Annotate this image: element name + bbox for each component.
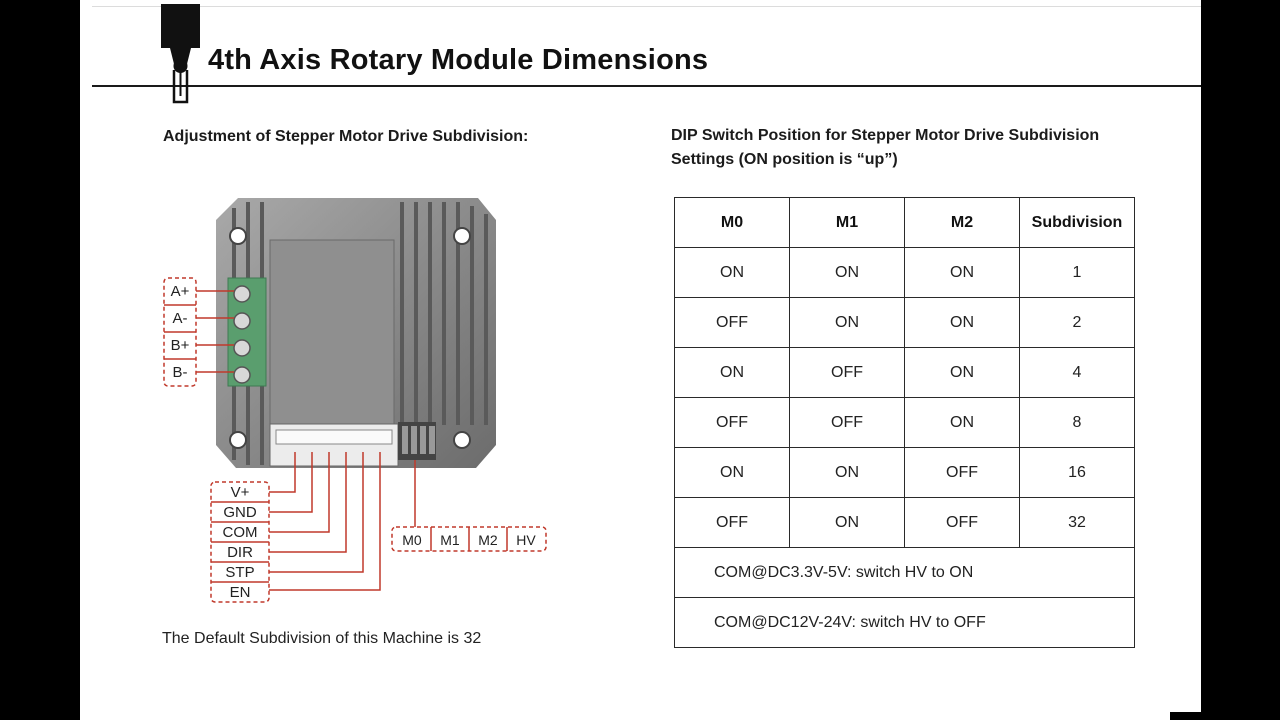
table-cell: 16 xyxy=(1019,447,1135,498)
table-cell: 4 xyxy=(1019,347,1135,398)
top-rule xyxy=(92,6,1201,7)
motor-label-b-plus: B+ xyxy=(171,337,190,354)
hv-note-high-voltage: COM@DC12V-24V: switch HV to OFF xyxy=(674,597,1135,648)
table-cell: ON xyxy=(789,447,905,498)
table-cell: ON xyxy=(674,447,790,498)
table-cell: 1 xyxy=(1019,247,1135,298)
motor-label-b-minus: B- xyxy=(173,364,188,381)
page-title: 4th Axis Rotary Module Dimensions xyxy=(208,44,709,76)
signal-label-gnd: GND xyxy=(223,504,257,521)
mount-hole xyxy=(453,227,471,245)
table-cell: ON xyxy=(904,347,1020,398)
table-note-row: COM@DC3.3V-5V: switch HV to ON xyxy=(674,547,1135,598)
signal-label-vplus: V+ xyxy=(231,484,250,501)
table-cell: OFF xyxy=(789,397,905,448)
right-section-heading: DIP Switch Position for Stepper Motor Dr… xyxy=(671,127,1100,168)
cnc-spindle-icon xyxy=(161,4,200,104)
table-cell: ON xyxy=(674,347,790,398)
signal-label-en: EN xyxy=(230,584,251,601)
table-cell: OFF xyxy=(674,397,790,448)
switch-label-m1: M1 xyxy=(440,532,460,548)
heatsink-plate xyxy=(269,239,395,431)
table-cell: OFF xyxy=(904,447,1020,498)
table-note-row: COM@DC12V-24V: switch HV to OFF xyxy=(674,597,1135,648)
table-cell: OFF xyxy=(789,347,905,398)
table-cell: ON xyxy=(904,247,1020,298)
table-header-row: M0 M1 M2 Subdivision xyxy=(674,197,1135,248)
mount-hole xyxy=(453,431,471,449)
stepper-driver-diagram: A+ A- B+ B- V+ GND COM DIR STP EN M0 M1 … xyxy=(163,198,547,603)
table-cell: 32 xyxy=(1019,497,1135,548)
corner-mark xyxy=(1170,712,1201,720)
table-cell: ON xyxy=(789,297,905,348)
mount-hole xyxy=(229,431,247,449)
signal-label-stp: STP xyxy=(225,564,254,581)
default-subdivision-note: The Default Subdivision of this Machine … xyxy=(162,630,482,647)
table-cell: ON xyxy=(904,397,1020,448)
header-subdivision: Subdivision xyxy=(1019,197,1135,248)
header-m0: M0 xyxy=(674,197,790,248)
motor-label-a-plus: A+ xyxy=(171,283,190,300)
switch-label-m2: M2 xyxy=(478,532,498,548)
table-cell: 2 xyxy=(1019,297,1135,348)
table-cell: OFF xyxy=(674,297,790,348)
switch-label-hv: HV xyxy=(516,532,536,548)
motor-label-a-minus: A- xyxy=(173,310,188,327)
hv-note-low-voltage: COM@DC3.3V-5V: switch HV to ON xyxy=(674,547,1135,598)
switch-label-m0: M0 xyxy=(402,532,422,548)
header-divider xyxy=(92,85,1201,87)
table-cell: ON xyxy=(904,297,1020,348)
left-section-heading: Adjustment of Stepper Motor Drive Subdiv… xyxy=(163,128,529,145)
table-cell: OFF xyxy=(904,497,1020,548)
table-cell: ON xyxy=(789,247,905,298)
signal-label-dir: DIR xyxy=(227,544,253,561)
table-cell: 8 xyxy=(1019,397,1135,448)
mount-hole xyxy=(229,227,247,245)
table-cell: ON xyxy=(789,497,905,548)
header-m2: M2 xyxy=(904,197,1020,248)
terminal-screws xyxy=(233,285,251,384)
signal-label-com: COM xyxy=(223,524,258,541)
table-cell: OFF xyxy=(674,497,790,548)
header-m1: M1 xyxy=(789,197,905,248)
table-cell: ON xyxy=(674,247,790,298)
